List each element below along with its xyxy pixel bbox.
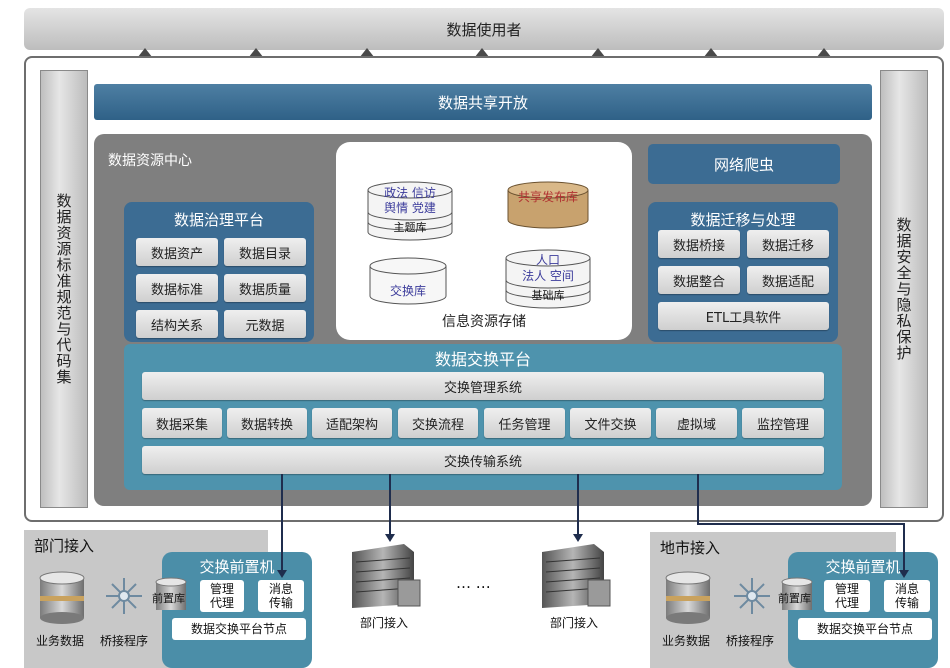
basic-db-line1: 人口 (535, 252, 560, 267)
exchange-platform-title: 数据交换平台 (434, 350, 531, 369)
basic-db-label: 基础库 (531, 289, 565, 302)
mig-item-etl: ETL工具软件 (658, 302, 829, 330)
ellipsis: … … (456, 574, 491, 592)
city-mgmt-agent-l1: 管理 (834, 582, 859, 596)
module-monitor: 监控管理 (742, 408, 824, 438)
exchange-mgmt-system: 交换管理系统 (142, 372, 824, 400)
dept-mgmt-agent-l1: 管理 (209, 582, 234, 596)
topic-db-line1: 政法 信访 (384, 185, 436, 200)
gov-item-data-asset: 数据资产 (136, 238, 218, 266)
server-icon (352, 544, 421, 608)
dept-biz-data-label: 业务数据 (36, 634, 85, 648)
basic-db-line2: 法人 空间 (522, 268, 574, 283)
city-mgmt-agent-l2: 代理 (834, 596, 859, 610)
gov-item-structure: 结构关系 (136, 310, 218, 338)
mig-item-integrate: 数据整合 (658, 266, 740, 294)
dept-msg-transport-l2: 传输 (268, 596, 293, 610)
city-biz-data-label: 业务数据 (662, 634, 711, 648)
module-adapter: 适配架构 (312, 408, 392, 438)
city-msg-transport-l2: 传输 (894, 596, 919, 610)
module-collect: 数据采集 (142, 408, 222, 438)
dept-mgmt-agent: 管理 代理 (200, 580, 244, 612)
exchange-transport-system: 交换传输系统 (142, 446, 824, 474)
security-bar: 数据安全与隐私保护 (880, 70, 928, 508)
dept-node-label: 数据交换平台节点 (172, 618, 306, 640)
city-msg-transport-l1: 消息 (894, 582, 919, 596)
gov-item-data-catalog: 数据目录 (224, 238, 306, 266)
city-node-title: 交换前置机 (825, 557, 901, 576)
city-access-title: 地市接入 (660, 539, 721, 557)
module-virtual-domain: 虚拟域 (656, 408, 737, 438)
server-icon (542, 544, 611, 608)
topic-db-label: 主题库 (393, 221, 427, 234)
city-msg-transport: 消息 传输 (884, 580, 930, 612)
dept-msg-transport: 消息 传输 (258, 580, 304, 612)
server-label-2: 部门接入 (550, 616, 599, 630)
resource-center-title: 数据资源中心 (108, 153, 192, 169)
module-convert: 数据转换 (227, 408, 307, 438)
gov-item-metadata: 元数据 (224, 310, 306, 338)
mig-item-adapt: 数据适配 (747, 266, 829, 294)
data-users-bar: 数据使用者 (24, 8, 944, 50)
city-mgmt-agent: 管理 代理 (824, 580, 870, 612)
info-storage-caption: 信息资源存储 (442, 314, 526, 330)
publish-db-label: 共享发布库 (517, 189, 578, 204)
dept-front-db-label: 前置库 (152, 592, 185, 605)
dept-msg-transport-l1: 消息 (268, 582, 293, 596)
topic-db-line2: 舆情 党建 (384, 200, 436, 215)
dept-access-title: 部门接入 (34, 537, 95, 555)
server-label-1: 部门接入 (360, 616, 409, 630)
standards-bar: 数据资源标准规范与代码集 (40, 70, 88, 508)
module-task: 任务管理 (484, 408, 565, 438)
module-flow: 交换流程 (398, 408, 478, 438)
gov-item-data-quality: 数据质量 (224, 274, 306, 302)
governance-title: 数据治理平台 (173, 210, 264, 229)
migration-title: 数据迁移与处理 (690, 210, 796, 229)
city-bridge-label: 桥接程序 (726, 634, 775, 648)
exchange-db-label: 交换库 (389, 283, 426, 298)
web-crawler-box: 网络爬虫 (648, 144, 840, 184)
city-node-label: 数据交换平台节点 (798, 618, 932, 640)
dept-bridge-label: 桥接程序 (100, 634, 149, 648)
mig-item-bridge: 数据桥接 (658, 230, 740, 258)
city-front-db-label: 前置库 (778, 592, 811, 605)
dept-node-title: 交换前置机 (199, 557, 275, 576)
mig-item-migrate: 数据迁移 (747, 230, 829, 258)
dept-mgmt-agent-l2: 代理 (209, 596, 234, 610)
module-file: 文件交换 (570, 408, 651, 438)
data-sharing-bar: 数据共享开放 (94, 84, 872, 120)
gov-item-data-standard: 数据标准 (136, 274, 218, 302)
